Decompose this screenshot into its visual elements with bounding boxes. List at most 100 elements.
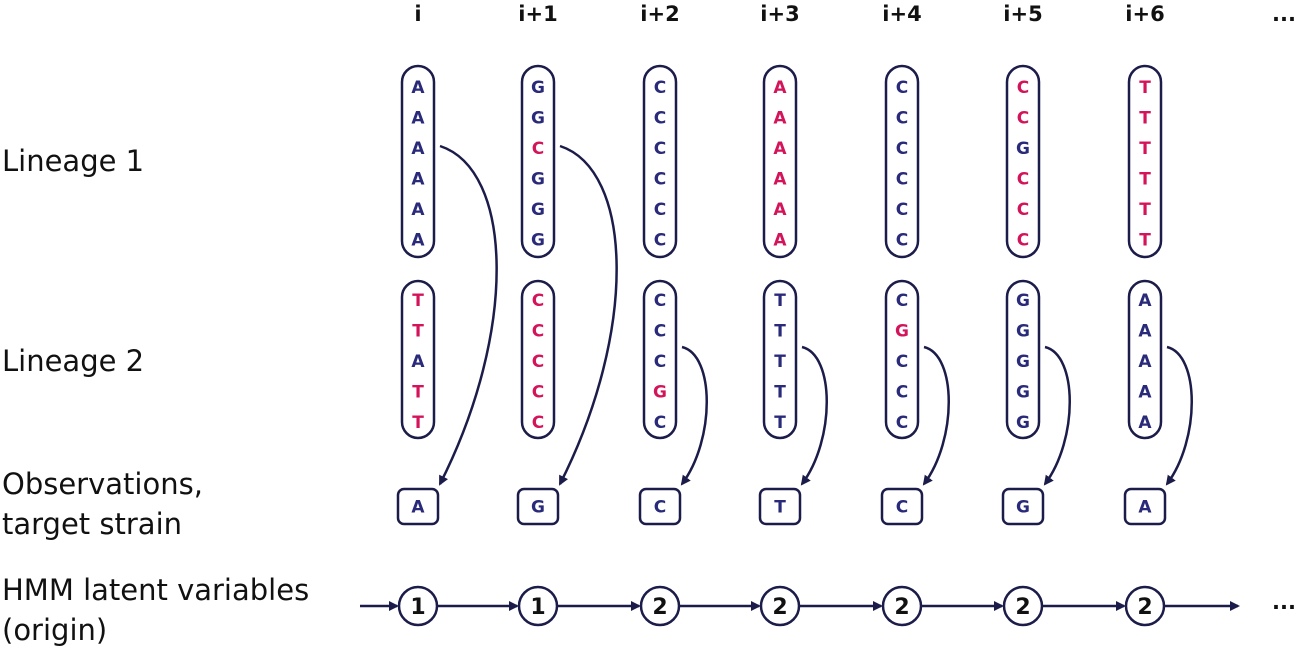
lineage1-base: A — [773, 200, 787, 220]
observation-base: G — [1016, 498, 1030, 518]
lineage1-base: A — [411, 231, 425, 251]
lineage2-base: G — [1016, 322, 1030, 342]
observation-box — [1001, 487, 1045, 526]
observations-label-line2: target strain — [2, 507, 183, 541]
lineage2-base: C — [896, 383, 908, 403]
lineage2-sequence-pill — [1127, 279, 1163, 440]
observation-box — [1123, 487, 1167, 526]
lineage1-base: C — [896, 109, 908, 129]
lineage1-base: C — [896, 139, 908, 159]
lineage2-base: C — [532, 291, 544, 311]
lineage2-base: A — [1138, 291, 1152, 311]
emission-arrow — [1043, 345, 1071, 486]
hmm-state-label: 2 — [1015, 595, 1030, 620]
lineage2-base: C — [896, 352, 908, 372]
lineage2-base: T — [774, 383, 786, 403]
emission-arrow — [438, 144, 498, 486]
lineage1-base: C — [1017, 231, 1029, 251]
emission-arrow — [680, 345, 708, 486]
lineage2-base: A — [1138, 413, 1152, 433]
lineage2-sequence-pill — [642, 279, 678, 440]
observation-box — [516, 487, 560, 526]
lineage-2-label: Lineage 2 — [2, 344, 145, 378]
lineage1-base: A — [411, 170, 425, 190]
lineage1-sequence-pill — [1127, 64, 1163, 259]
lineage1-base: A — [773, 78, 787, 98]
lineage2-sequence-pill — [400, 279, 436, 440]
observation-base: A — [411, 498, 425, 518]
lineage1-base: C — [654, 200, 666, 220]
lineage2-base: G — [1016, 352, 1030, 372]
lineage2-sequence-pill — [1005, 279, 1041, 440]
header-ellipsis: ... — [1272, 2, 1296, 26]
lineage1-base: C — [654, 109, 666, 129]
lineage1-base: C — [896, 170, 908, 190]
lineage2-base: A — [411, 352, 425, 372]
lineage1-base: G — [1016, 139, 1030, 159]
observation-box — [880, 487, 924, 526]
lineage2-base: T — [774, 413, 786, 433]
lineage2-base: C — [532, 383, 544, 403]
column-header-6: i+6 — [1125, 2, 1165, 26]
lineage1-base: A — [773, 139, 787, 159]
lineage1-base: G — [531, 231, 545, 251]
lineage1-base: C — [1017, 109, 1029, 129]
observation-base: C — [654, 498, 666, 518]
lineage1-base: G — [531, 78, 545, 98]
observations-label-line1: Observations, — [2, 467, 203, 501]
lineage2-base: T — [412, 291, 424, 311]
lineage1-base: A — [773, 109, 787, 129]
lineage2-base: T — [774, 322, 786, 342]
lineage2-base: G — [653, 383, 667, 403]
column-header-2: i+2 — [640, 2, 680, 26]
hmm-state-label: 1 — [530, 595, 545, 620]
hmm-state-label: 2 — [1137, 595, 1152, 620]
column-header-5: i+5 — [1003, 2, 1043, 26]
column-header-0: i — [414, 2, 422, 26]
observation-base: C — [896, 498, 908, 518]
observation-base: G — [531, 498, 545, 518]
lineage2-base: A — [1138, 352, 1152, 372]
lineage2-base: G — [1016, 413, 1030, 433]
lineage1-base: T — [1139, 109, 1151, 129]
lineage1-base: A — [411, 200, 425, 220]
lineage1-base: C — [654, 170, 666, 190]
lineage2-base: G — [895, 322, 909, 342]
lineage2-sequence-pill — [762, 279, 798, 440]
lineage2-base: C — [532, 352, 544, 372]
lineage1-base: C — [654, 139, 666, 159]
hmm-state-label: 1 — [410, 595, 425, 620]
lineage1-sequence-pill — [1005, 64, 1041, 259]
lineage2-base: T — [412, 413, 424, 433]
lineage1-base: C — [532, 139, 544, 159]
lineage2-base: A — [1138, 383, 1152, 403]
lineage1-base: A — [411, 78, 425, 98]
lineage1-base: C — [654, 78, 666, 98]
lineage1-sequence-pill — [642, 64, 678, 259]
observation-box — [396, 487, 440, 526]
lineage2-base: T — [774, 291, 786, 311]
lineage2-base: G — [1016, 383, 1030, 403]
hmm-state-label: 2 — [652, 595, 667, 620]
lineage2-base: C — [896, 413, 908, 433]
lineage1-base: T — [1139, 78, 1151, 98]
lineage2-sequence-pill — [520, 279, 556, 440]
lineage1-base: A — [411, 109, 425, 129]
emission-arrow — [800, 345, 828, 486]
lineage1-base: A — [411, 139, 425, 159]
emission-arrow — [1165, 345, 1193, 486]
lineage2-base: C — [654, 291, 666, 311]
lineage1-base: T — [1139, 200, 1151, 220]
lineage1-base: C — [896, 78, 908, 98]
lineage2-base: C — [532, 322, 544, 342]
lineage1-base: C — [1017, 78, 1029, 98]
lineage1-base: G — [531, 109, 545, 129]
lineage1-sequence-pill — [400, 64, 436, 259]
lineage-1-label: Lineage 1 — [2, 144, 145, 178]
lineage2-base: T — [774, 352, 786, 372]
